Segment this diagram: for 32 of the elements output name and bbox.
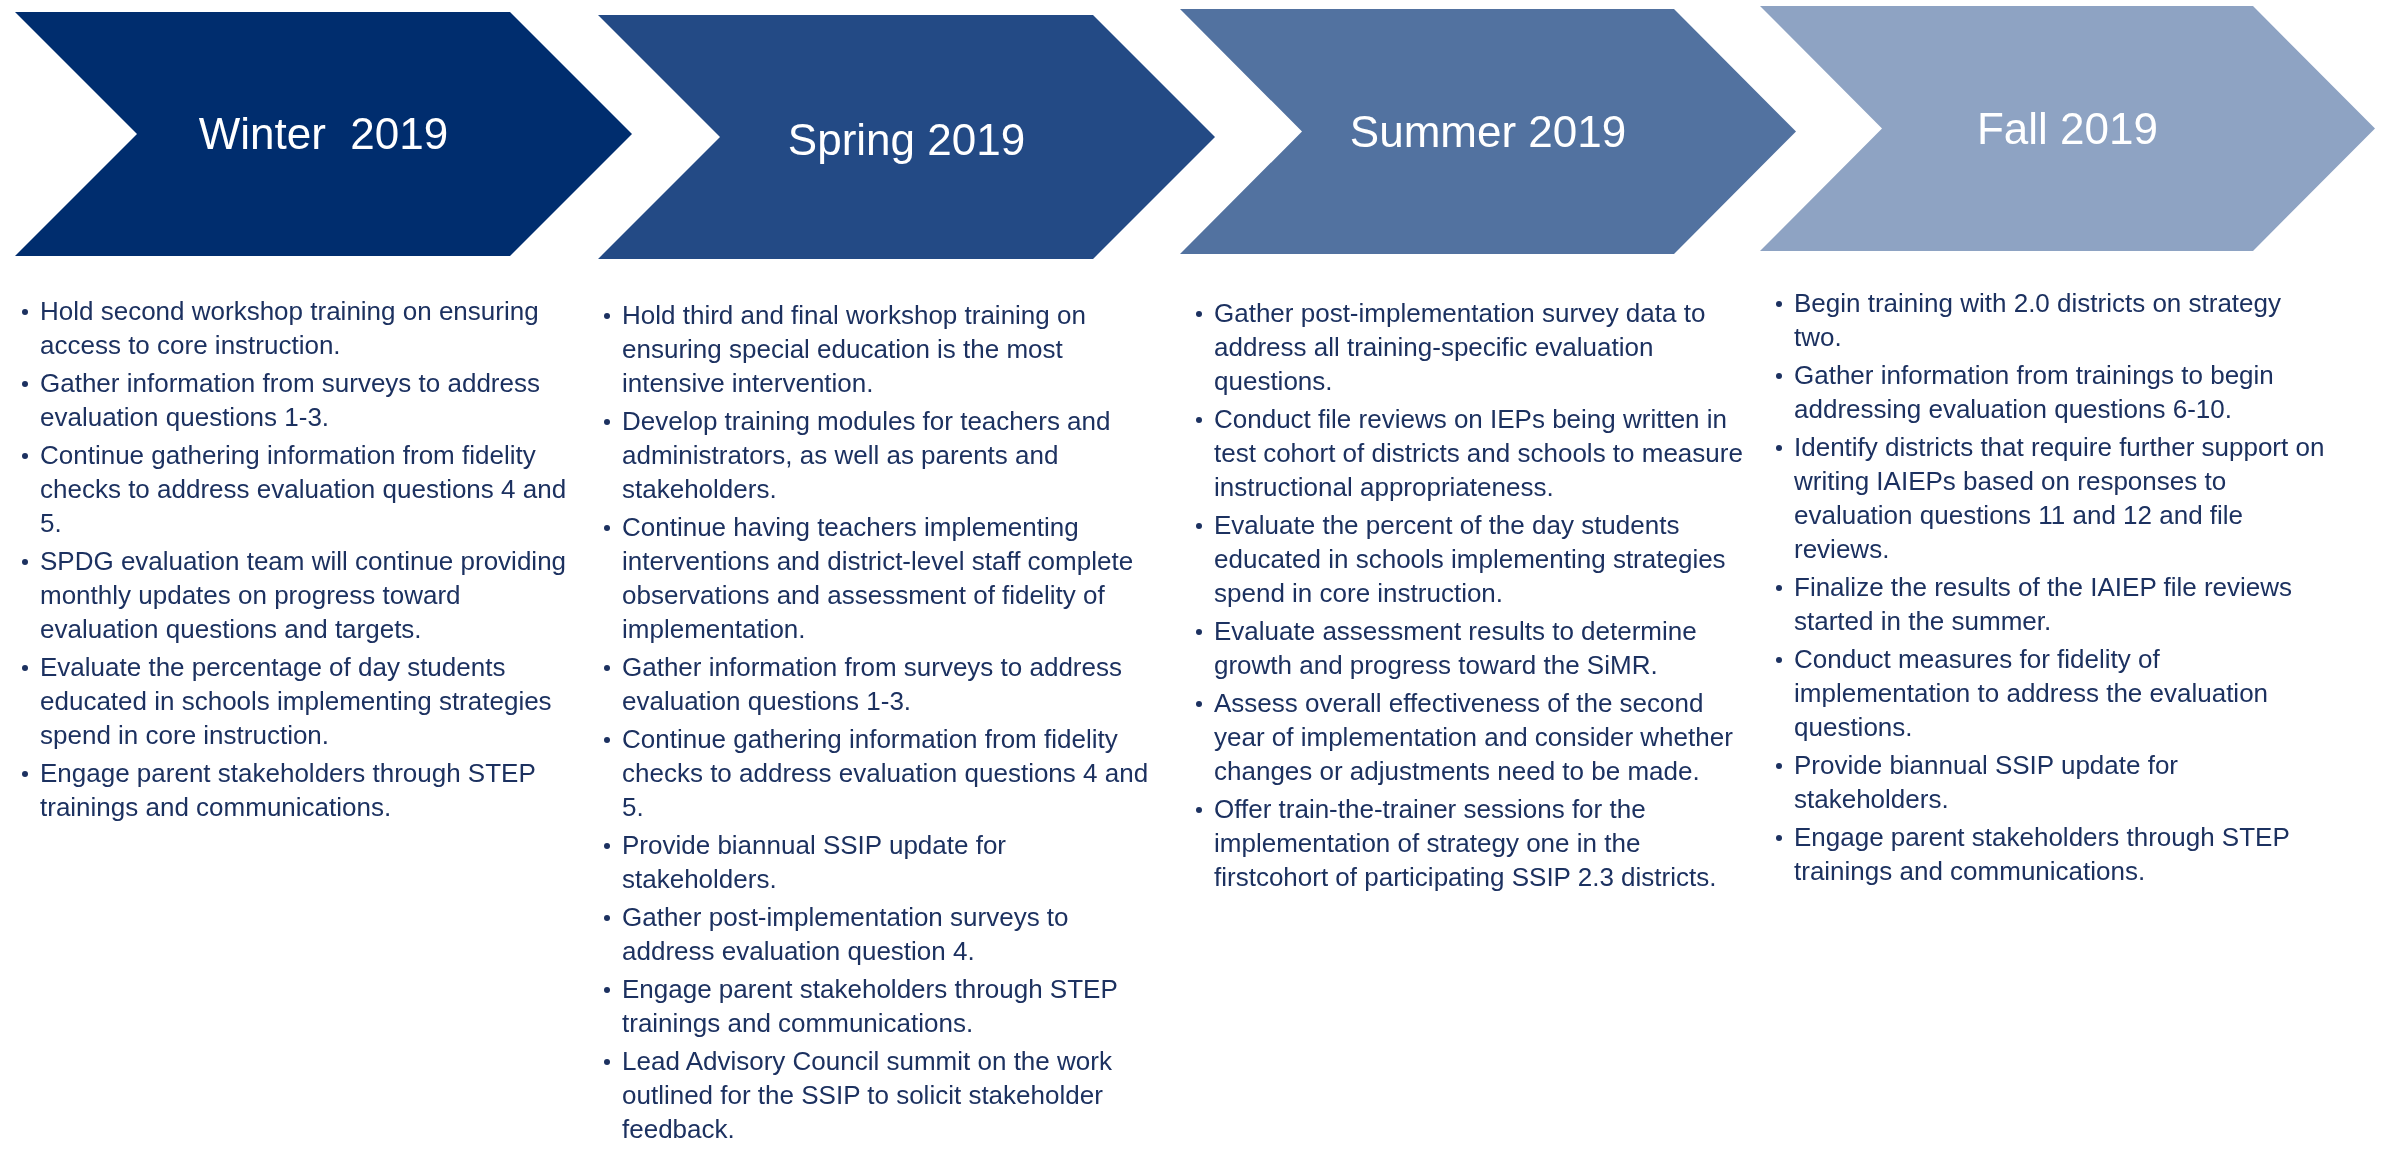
- bullet-item: Identify districts that require further support on writing IAIEPs based on responses to evaluation questions 11 and 12 and file reviews.: [1772, 430, 2332, 566]
- bullet-item: Evaluate the percent of the day students educated in schools implementing strategies spend in core instruction.: [1192, 508, 1752, 610]
- bullet-item: Gather information from trainings to begin addressing evaluation questions 6-10.: [1772, 358, 2332, 426]
- season-heading: Spring 2019: [787, 115, 1026, 165]
- season-heading: Fall 2019: [1977, 103, 2158, 154]
- bullet-item: Evaluate the percentage of day students educated in schools implementing strategies spend in core instruction.: [18, 650, 578, 752]
- bullet-item: Hold third and final workshop training on ensuring special education is the most intensive intervention.: [600, 298, 1160, 400]
- bullet-item: Continue gathering information from fidelity checks to address evaluation questions 4 and 5.: [600, 722, 1160, 824]
- bullet-item: Evaluate assessment results to determine growth and progress toward the SiMR.: [1192, 614, 1752, 682]
- bullet-item: Finalize the results of the IAIEP file reviews started in the summer.: [1772, 570, 2332, 638]
- bullet-item: Begin training with 2.0 districts on strategy two.: [1772, 286, 2332, 354]
- bullet-item: Provide biannual SSIP update for stakeholders.: [1772, 748, 2332, 816]
- bullet-item: Gather post-implementation surveys to address evaluation question 4.: [600, 900, 1160, 968]
- bullet-item: Offer train-the-trainer sessions for the implementation of strategy one in the firstcohort of participating SSIP 2.3 districts.: [1192, 792, 1752, 894]
- bullet-item: Conduct measures for fidelity of implementation to address the evaluation questions.: [1772, 642, 2332, 744]
- bullet-item: Gather information from surveys to address evaluation questions 1-3.: [18, 366, 578, 434]
- bullet-item: Lead Advisory Council summit on the work outlined for the SSIP to solicit stakeholder feedback.: [600, 1044, 1160, 1146]
- bullet-item: Develop training modules for teachers and administrators, as well as parents and stakeholders.: [600, 404, 1160, 506]
- bullet-item: Engage parent stakeholders through STEP trainings and communications.: [1772, 820, 2332, 888]
- bullet-item: Assess overall effectiveness of the second year of implementation and consider whether changes or adjustments need to be made.: [1192, 686, 1752, 788]
- bullet-item: Continue having teachers implementing interventions and district-level staff complete observations and assessment of fidelity of implementation.: [600, 510, 1160, 646]
- bullet-item: SPDG evaluation team will continue providing monthly updates on progress toward evaluation questions and targets.: [18, 544, 578, 646]
- bullet-item: Hold second workshop training on ensuring access to core instruction.: [18, 294, 578, 362]
- bullet-item: Continue gathering information from fidelity checks to address evaluation questions 4 and 5.: [18, 438, 578, 540]
- bullet-item: Conduct file reviews on IEPs being written in test cohort of districts and schools to measure instructional appropriateness.: [1192, 402, 1752, 504]
- bullet-item: Gather post-implementation survey data to address all training-specific evaluation questions.: [1192, 296, 1752, 398]
- season-heading: Summer 2019: [1349, 106, 1627, 157]
- bullet-item: Provide biannual SSIP update for stakeholders.: [600, 828, 1160, 896]
- bullet-item: Gather information from surveys to address evaluation questions 1-3.: [600, 650, 1160, 718]
- bullet-item: Engage parent stakeholders through STEP trainings and communications.: [18, 756, 578, 824]
- bullet-item: Engage parent stakeholders through STEP trainings and communications.: [600, 972, 1160, 1040]
- season-heading: Winter 2019: [198, 109, 449, 159]
